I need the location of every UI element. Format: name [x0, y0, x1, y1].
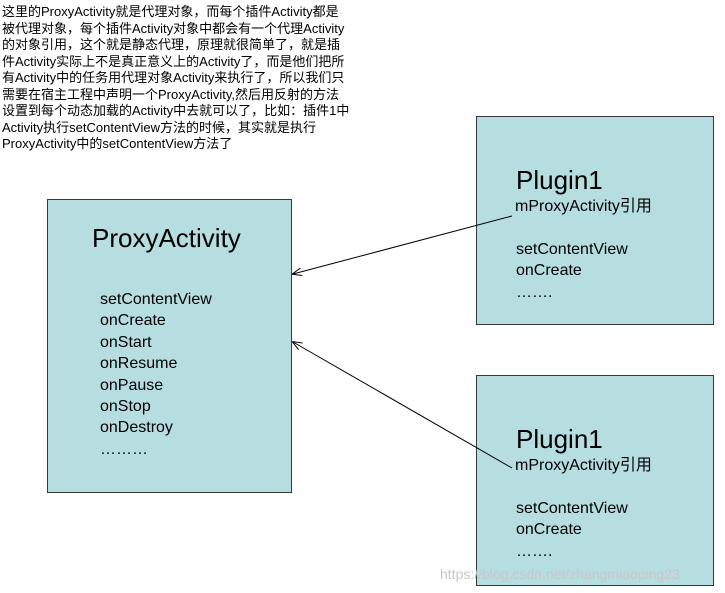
method-item: onPause: [100, 376, 164, 394]
method-item: ………: [100, 440, 148, 458]
plugin-box-bottom: Plugin1 mProxyActivity引用 setContentView …: [476, 375, 714, 586]
method-item: …….: [516, 283, 553, 301]
method-item: onCreate: [516, 262, 582, 280]
proxy-activity-box: ProxyActivity setContentView onCreate on…: [47, 199, 292, 493]
explanation-note: 这里的ProxyActivity就是代理对象，而每个插件Activity都是 被…: [2, 4, 400, 153]
method-item: onStart: [100, 333, 152, 351]
watermark: https://blog.csdn.net/zhangmiaoping23: [440, 566, 680, 582]
method-item: onResume: [100, 355, 178, 373]
method-item: …….: [516, 542, 553, 560]
note-line: 有Activity中的任务用代理对象Activity来执行了，所以我们只: [2, 70, 345, 85]
method-item: setContentView: [516, 500, 628, 517]
method-item: onCreate: [100, 312, 166, 330]
method-item: onDestroy: [100, 419, 173, 437]
method-item: onStop: [100, 398, 151, 416]
note-line: 件Activity实际上不是真正意义上的Activity了，而是他们把所: [2, 53, 345, 69]
proxy-method-list: setContentView onCreate onStart onResume…: [100, 289, 212, 460]
note-line: 的对象引用，这个就是静态代理，原理就很简单了，就是插: [2, 37, 341, 52]
note-line: 这里的ProxyActivity就是代理对象，而每个插件Activity都是: [2, 4, 339, 19]
method-item: onCreate: [516, 521, 582, 539]
plugin-box-top: Plugin1 mProxyActivity引用 setContentView …: [476, 116, 714, 325]
plugin-title: Plugin1: [516, 424, 603, 454]
plugin-title: Plugin1: [516, 165, 603, 195]
note-line: Activity执行setContentView方法的时候，其实就是执行: [2, 119, 316, 135]
note-line: 被代理对象，每个插件Activity对象中都会有一个代理Activity: [2, 20, 345, 36]
note-line: 设置到每个动态加载的Activity中去就可以了，比如：插件1中: [2, 103, 350, 118]
plugin-method-list: setContentView onCreate …….: [516, 239, 628, 303]
note-line: ProxyActivity中的setContentView方法了: [2, 136, 233, 151]
method-item: setContentView: [516, 241, 628, 258]
note-line: 需要在宿主工程中声明一个ProxyActivity,然后用反射的方法: [2, 86, 340, 102]
proxy-reference-label: mProxyActivity引用: [515, 457, 652, 474]
proxy-reference-label: mProxyActivity引用: [515, 198, 652, 215]
method-item: setContentView: [100, 291, 212, 308]
plugin-method-list: setContentView onCreate …….: [516, 498, 628, 562]
proxy-activity-title: ProxyActivity: [92, 223, 241, 253]
